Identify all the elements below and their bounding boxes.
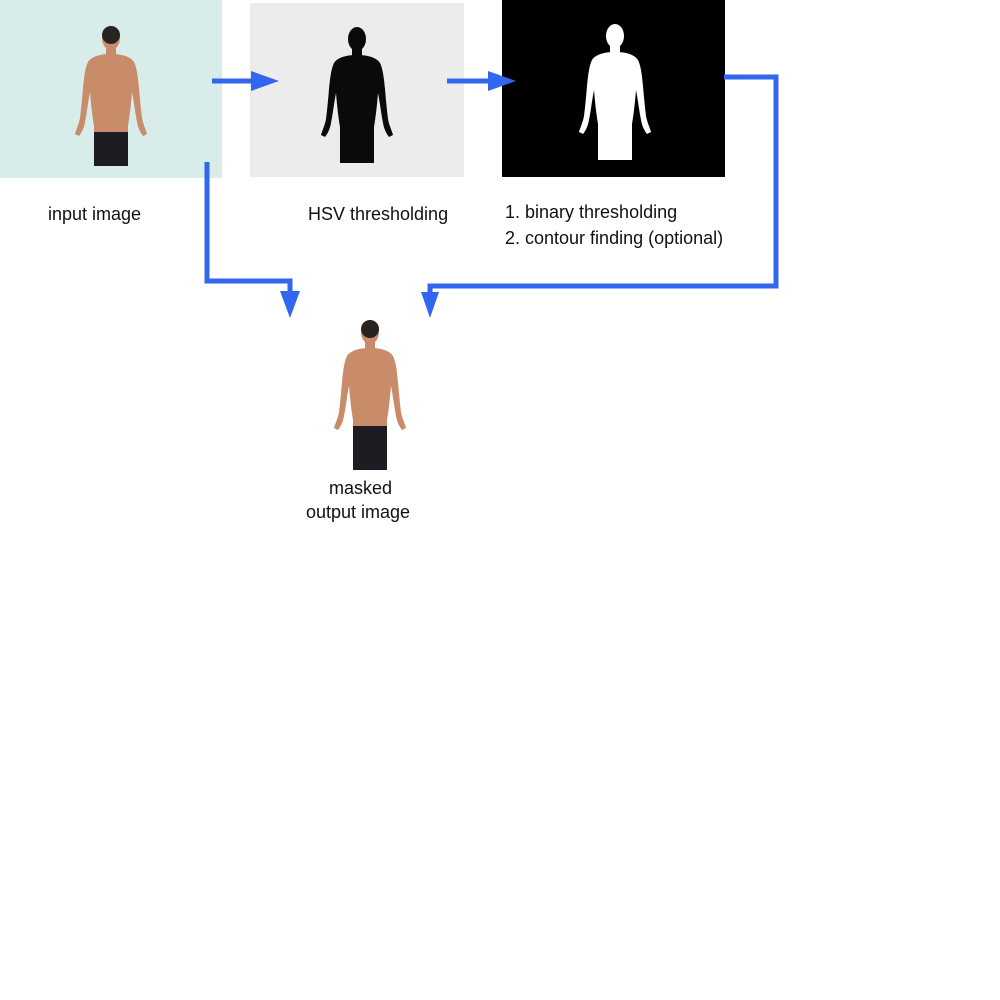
contour-step-2-label: 2. contour finding (optional) — [505, 228, 724, 248]
masked-output-image — [310, 312, 430, 472]
output-label-line-1: masked — [329, 478, 393, 498]
input-image — [0, 0, 222, 178]
input-image-label: input image — [48, 204, 142, 224]
binary-step-1-label: 1. binary thresholding — [505, 202, 678, 222]
arrowhead-output-left — [280, 291, 300, 318]
hsv-threshold-label: HSV thresholding — [308, 204, 449, 224]
arrow-input-to-output — [204, 162, 293, 295]
binary-mask-image — [502, 0, 725, 177]
hsv-threshold-image — [250, 3, 464, 177]
output-label-line-2: output image — [306, 502, 411, 522]
